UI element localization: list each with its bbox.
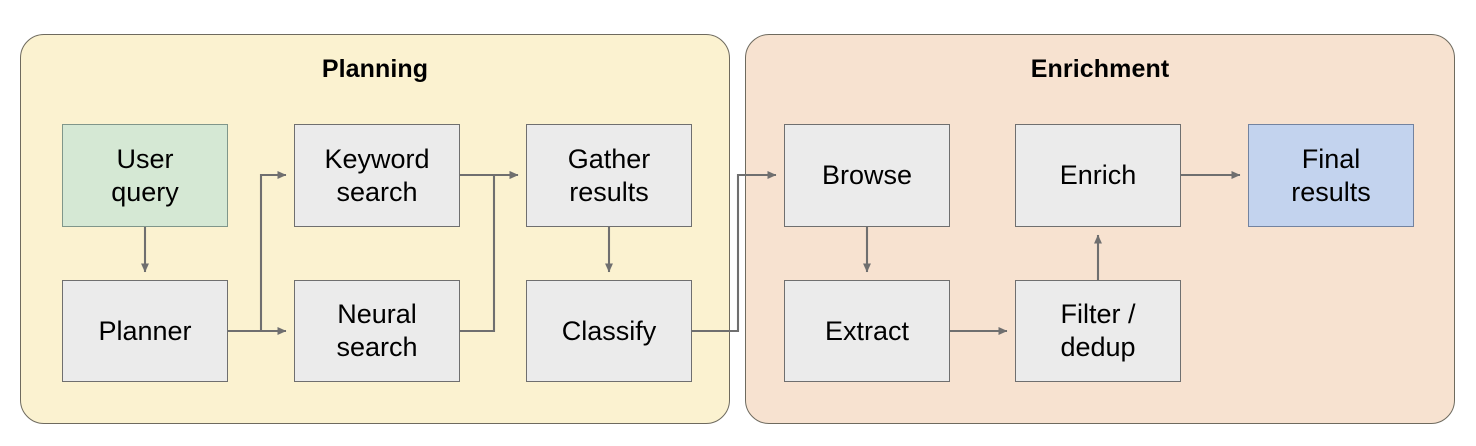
node-extract-label: Extract (824, 315, 910, 346)
node-planner[interactable]: Planner (62, 280, 228, 382)
node-user-query[interactable]: User query (62, 124, 228, 227)
node-gather-results-label: Gather results (567, 143, 651, 207)
node-filter-dedup[interactable]: Filter / dedup (1015, 280, 1181, 382)
node-gather-results[interactable]: Gather results (526, 124, 692, 227)
node-classify[interactable]: Classify (526, 280, 692, 382)
node-browse-label: Browse (821, 160, 913, 191)
panel-enrichment-title: Enrichment (1030, 55, 1170, 83)
panel-planning-title: Planning (321, 55, 429, 83)
node-user-query-label: User query (111, 143, 179, 207)
node-keyword-search[interactable]: Keyword search (294, 124, 460, 227)
node-browse[interactable]: Browse (784, 124, 950, 227)
node-enrich[interactable]: Enrich (1015, 124, 1181, 227)
node-neural-search[interactable]: Neural search (294, 280, 460, 382)
node-filter-dedup-label: Filter / dedup (1060, 299, 1136, 362)
node-keyword-search-label: Keyword search (324, 143, 430, 207)
node-classify-label: Classify (561, 315, 657, 346)
node-extract[interactable]: Extract (784, 280, 950, 382)
node-final-results[interactable]: Final results (1248, 124, 1414, 227)
node-neural-search-label: Neural search (336, 299, 418, 362)
node-enrich-label: Enrich (1059, 160, 1137, 191)
node-final-results-label: Final results (1291, 143, 1371, 207)
node-planner-label: Planner (98, 315, 192, 346)
